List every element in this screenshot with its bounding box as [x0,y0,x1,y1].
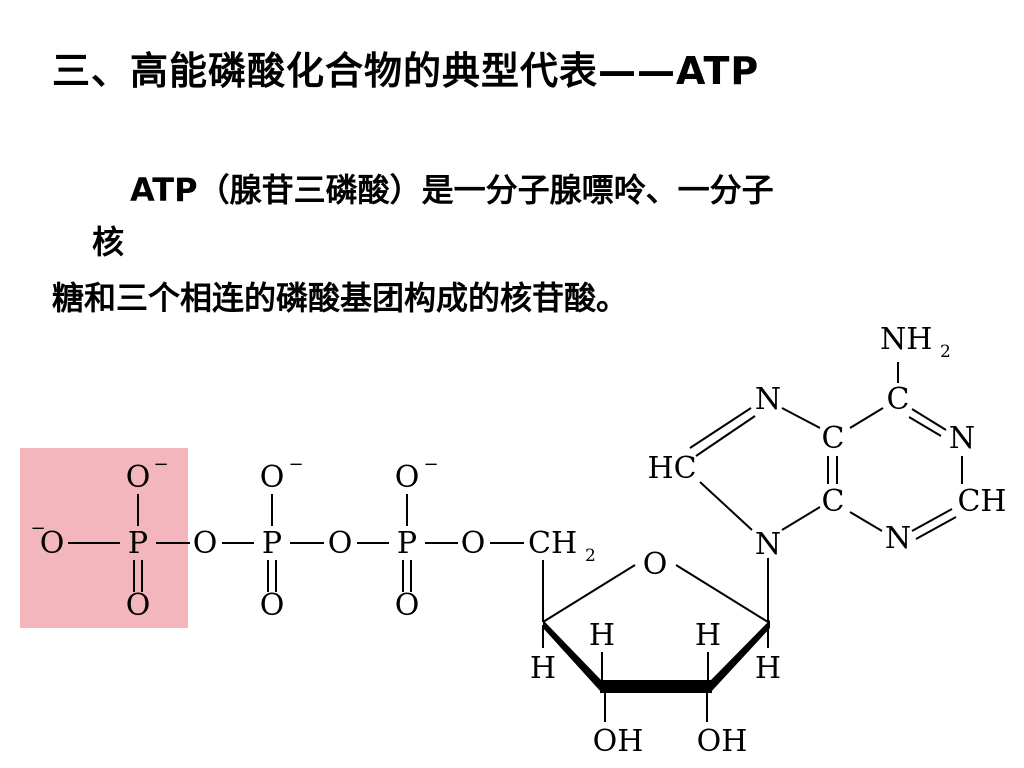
bond-n3-c4 [849,511,883,532]
bond-c2-n3-b [915,516,957,540]
ring-bond-wedge-left [543,620,602,693]
bond-c8-n7-a [689,407,752,449]
paragraph-line-1: ATP（腺苷三磷酸）是一分子腺嘌呤、一分子 [130,171,774,209]
atom-p-1: P [128,526,148,561]
bond-c4-n9 [781,506,821,531]
bond-c8-n9 [699,481,753,531]
atom-c6: C [887,382,910,417]
ribose-ring-oxygen: O [643,547,668,582]
bond-c6-n1-b [908,416,942,437]
atom-o-top-3: O [395,460,420,495]
atom-c5: C [822,421,845,456]
bond-c8-n7-b [695,415,756,457]
atom-p-2: P [262,526,282,561]
ring-bond-wedge-right [710,620,770,693]
atom-h-c1: H [755,651,781,686]
paragraph-line-3: 糖和三个相连的磷酸基团构成的核苷酸。 [52,279,629,317]
atom-h-c2: H [695,618,721,653]
atom-h-c4: H [530,651,556,686]
ch2-label: CH [528,526,577,561]
atom-o-bridge-1: O [193,526,218,561]
ring-bond [675,564,769,623]
charge-minus-1: − [30,518,45,539]
atom-o-top-2: O [260,460,285,495]
atom-n7: N [755,382,781,417]
atom-hc8: HC [647,451,696,486]
atom-oh-c2: OH [697,724,748,759]
atom-o-bottom-3: O [395,588,420,623]
atom-h-c3: H [589,618,615,653]
atom-n9: N [755,527,781,562]
atom-ch2: CH [957,484,1006,519]
amino-subscript: 2 [940,342,951,362]
bond-c6-n1-a [911,408,947,431]
charge-minus-3: − [288,454,303,475]
atom-o-minus-1: O [40,526,65,561]
atom-oh-c3: OH [593,724,644,759]
ch2-subscript: 2 [585,546,596,566]
atom-c4: C [822,484,845,519]
ring-bond [542,564,636,623]
charge-minus-4: − [423,454,438,475]
atom-n3: N [885,521,911,556]
atom-o-bridge-2: O [328,526,353,561]
terminal-phosphate-highlight [20,448,188,628]
paragraph-line-2: 核 [92,223,125,261]
atom-o-top-1: O [126,460,151,495]
atom-p-3: P [397,526,417,561]
atom-o-bridge-3: O [461,526,486,561]
ring-bond-bold-front [600,680,712,693]
slide-title: 三、高能磷酸化合物的典型代表——ATP [52,49,760,93]
bond-c2-n3-a [911,508,953,532]
charge-minus-2: − [153,454,168,475]
bond-c5-c6 [849,407,884,429]
bond-n7-c5 [781,407,821,429]
atom-o-bottom-2: O [260,588,285,623]
amino-group: NH [880,322,932,357]
atom-o-bottom-1: O [126,588,151,623]
atom-n1: N [949,421,975,456]
